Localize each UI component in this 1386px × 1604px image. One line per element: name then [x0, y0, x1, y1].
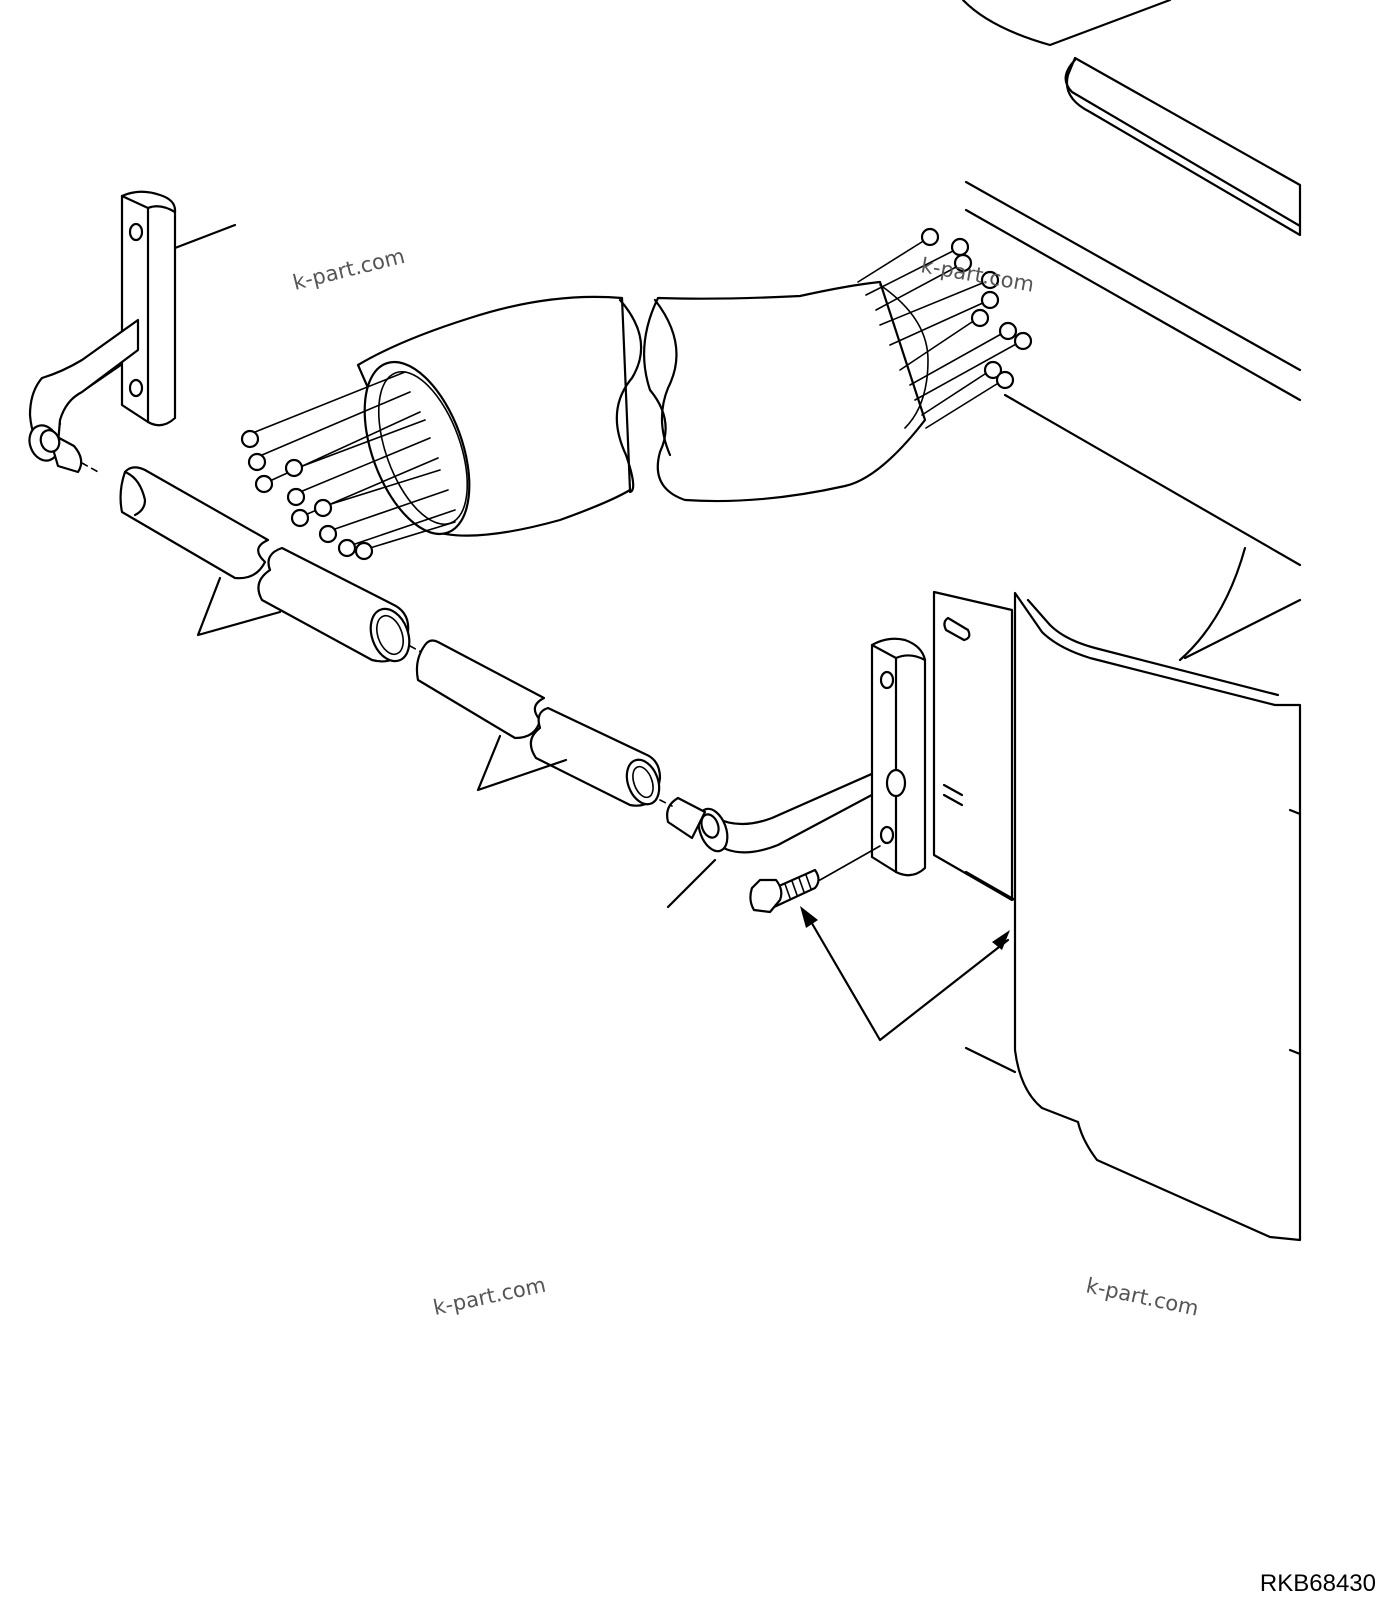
left-bracket-assembly	[28, 190, 237, 474]
watermark: k-part.com	[919, 253, 1036, 296]
drawing-code-label: RKB68430	[1259, 1570, 1376, 1597]
wire-harness	[240, 227, 1033, 561]
wire-bundle-left	[240, 371, 456, 561]
watermark: k-part.com	[431, 1273, 548, 1320]
right-bracket-assembly	[659, 637, 927, 877]
leader-lines	[196, 576, 1010, 1042]
bracket-panel	[932, 590, 1302, 1242]
machine-frame	[961, 0, 1302, 662]
watermark: k-part.com	[290, 244, 407, 295]
bolt	[749, 845, 881, 914]
sleeve-tubes	[119, 466, 662, 807]
wire-bundle-right	[857, 227, 1033, 429]
watermark: k-part.com	[1084, 1273, 1201, 1320]
